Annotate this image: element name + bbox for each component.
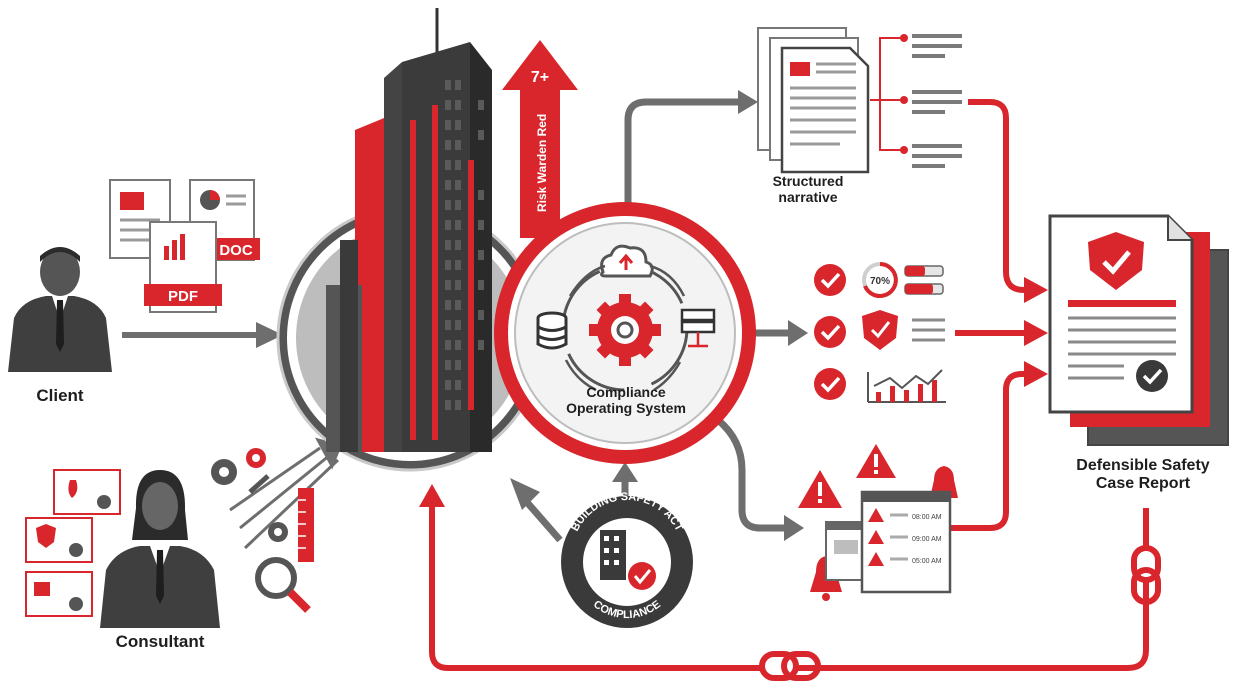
cycle-arrows: [564, 264, 686, 392]
shield-check-icon: [1088, 232, 1144, 290]
check-icon: [814, 316, 846, 348]
compliance-os-line2: Operating System: [566, 400, 686, 417]
narrative-document-stack: [757, 27, 870, 174]
consultant-avatar: [100, 470, 220, 628]
certificate-icon: [53, 469, 121, 515]
risk-arrow-label: Risk Warden Red: [535, 114, 549, 212]
risk-warden-arrow: 7+ Risk Warden Red: [502, 40, 578, 238]
pdf-label: PDF: [168, 288, 198, 305]
cos-to-narrative-arrow: [624, 90, 758, 205]
compliance-os-label: Compliance Operating System: [536, 384, 716, 416]
risk-badge-text: 7+: [531, 69, 549, 86]
badge-to-building-arrow: [510, 478, 563, 543]
alert-log-window: 08:00 AM 09:00 AM 05:00 AM: [860, 490, 952, 594]
narrative-to-report-arrow: [968, 99, 1048, 303]
warning-icon: [856, 444, 896, 478]
metrics-to-report-arrow: [955, 320, 1048, 346]
certificate-icon: [25, 517, 93, 563]
shield-check-icon: [862, 310, 898, 350]
consultant-label: Consultant: [115, 632, 205, 651]
tools-icons: [211, 448, 314, 562]
document-stack: DOC PDF: [109, 179, 260, 313]
check-icon: [814, 368, 846, 400]
check-icon: [814, 264, 846, 296]
alert-row-1: 08:00 AM: [868, 508, 942, 522]
magnifier-icon: [255, 557, 311, 613]
report-label-line2: Case Report: [1095, 475, 1191, 493]
alert-row-3: 05:00 AM: [868, 552, 942, 566]
percent-value: 70%: [870, 276, 890, 287]
certificate-stack: [25, 469, 121, 617]
percent-gauge-icon: 70%: [862, 262, 898, 298]
alert-row-2: 09:00 AM: [868, 530, 942, 544]
pdf-file-icon: PDF: [144, 221, 222, 313]
client-label: Client: [36, 386, 84, 405]
gear-icon: [589, 294, 661, 366]
metrics-panel: 70%: [814, 262, 946, 403]
report-label-line1: Defensible Safety: [1076, 457, 1210, 474]
trend-chart-icon: [867, 369, 946, 403]
server-icon: [680, 308, 716, 348]
alerts-panel: 08:00 AM 09:00 AM 05:00 AM: [798, 444, 958, 601]
certificate-icon: [25, 571, 93, 617]
narrative-connectors: [870, 34, 962, 168]
safety-report-document: [1048, 214, 1229, 446]
building-safety-act-badge: BUILDING SAFETY ACT COMPLIANCE: [561, 491, 693, 628]
feedback-loop-arrow: [419, 484, 1149, 671]
doc-file-icon: DOC: [212, 238, 260, 260]
cloud-upload-icon: [600, 244, 654, 278]
report-label: Defensible Safety Case Report: [1048, 457, 1236, 494]
doc-label: DOC: [219, 242, 253, 259]
structured-narrative-line2: narrative: [778, 189, 838, 206]
alert-time-1: 08:00 AM: [912, 514, 942, 521]
cos-to-metrics-arrow: [748, 320, 808, 346]
client-to-building-arrow: [122, 322, 283, 348]
compliance-os-line1: Compliance: [586, 384, 666, 400]
client-avatar: [8, 247, 112, 372]
warning-icon: [798, 470, 842, 508]
check-icon: [1136, 360, 1168, 392]
database-icon: [536, 311, 568, 350]
skyscraper-icon: [326, 8, 492, 452]
structured-narrative-line1: Structured: [772, 173, 844, 189]
cos-to-alerts-arrow: [715, 417, 804, 541]
chain-link-icon: [1131, 545, 1161, 605]
alerts-to-report-arrow: [950, 361, 1048, 531]
alert-time-3: 05:00 AM: [912, 558, 942, 565]
structured-narrative-label: Structured narrative: [748, 173, 868, 205]
progress-bars-icon: [904, 265, 944, 295]
alert-time-2: 09:00 AM: [912, 536, 942, 543]
chain-link-icon: [759, 651, 821, 681]
